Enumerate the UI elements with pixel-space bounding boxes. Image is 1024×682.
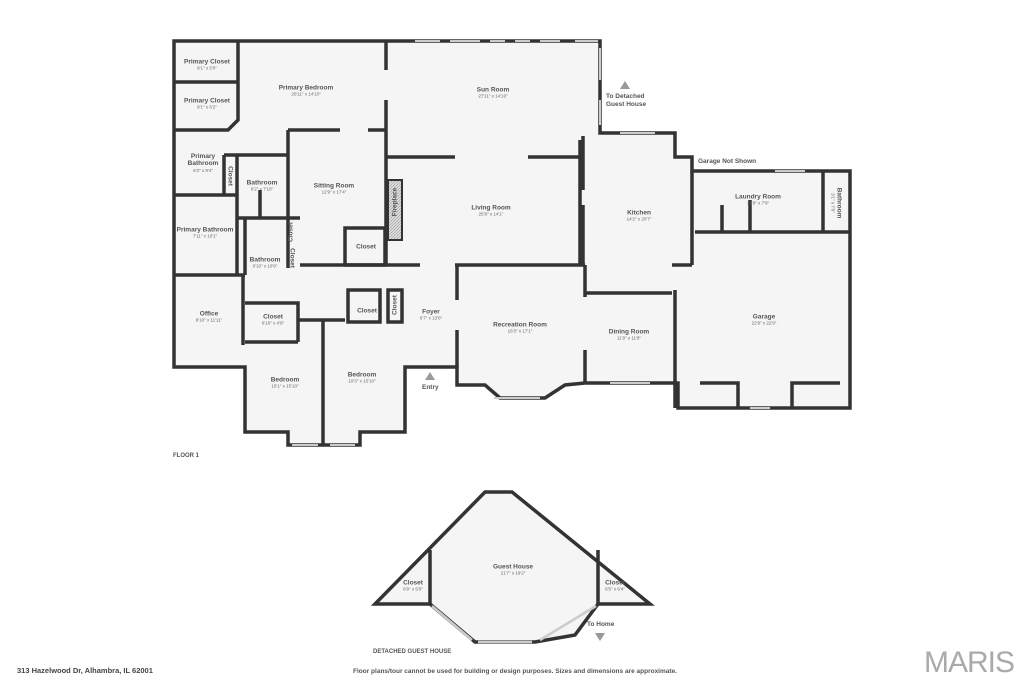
- floor1-plan: [172, 39, 852, 447]
- to-home-note: To Home: [587, 621, 615, 628]
- room-label: Closet: [288, 248, 296, 268]
- to-guest-house-note: To Detached Guest House: [606, 93, 647, 108]
- room-label: Closet: [391, 295, 399, 315]
- entry-note: Entry: [422, 384, 439, 391]
- windows: [292, 40, 805, 446]
- entry-arrow-icon: [425, 372, 435, 380]
- floor1-title: FLOOR 1: [173, 453, 200, 459]
- room-label: Closet: [226, 166, 234, 186]
- to-guest-house-arrow-icon: [620, 81, 630, 89]
- room-label: Fireplace: [391, 187, 399, 217]
- fireplace: [387, 179, 403, 241]
- property-address: 313 Hazelwood Dr, Alhambra, IL 62001: [17, 666, 153, 675]
- guest-house-title: DETACHED GUEST HOUSE: [373, 649, 452, 655]
- maris-logo: MARIS: [924, 646, 1015, 679]
- room-label: Closet: [287, 222, 295, 242]
- guest-house-plan: [370, 490, 655, 644]
- room-label: Closet: [357, 307, 377, 315]
- room-label: Closet: [356, 243, 376, 251]
- disclaimer: Floor plans/tour cannot be used for buil…: [353, 668, 677, 675]
- garage-not-shown-note: Garage Not Shown: [698, 158, 757, 165]
- to-home-arrow-icon: [595, 633, 605, 641]
